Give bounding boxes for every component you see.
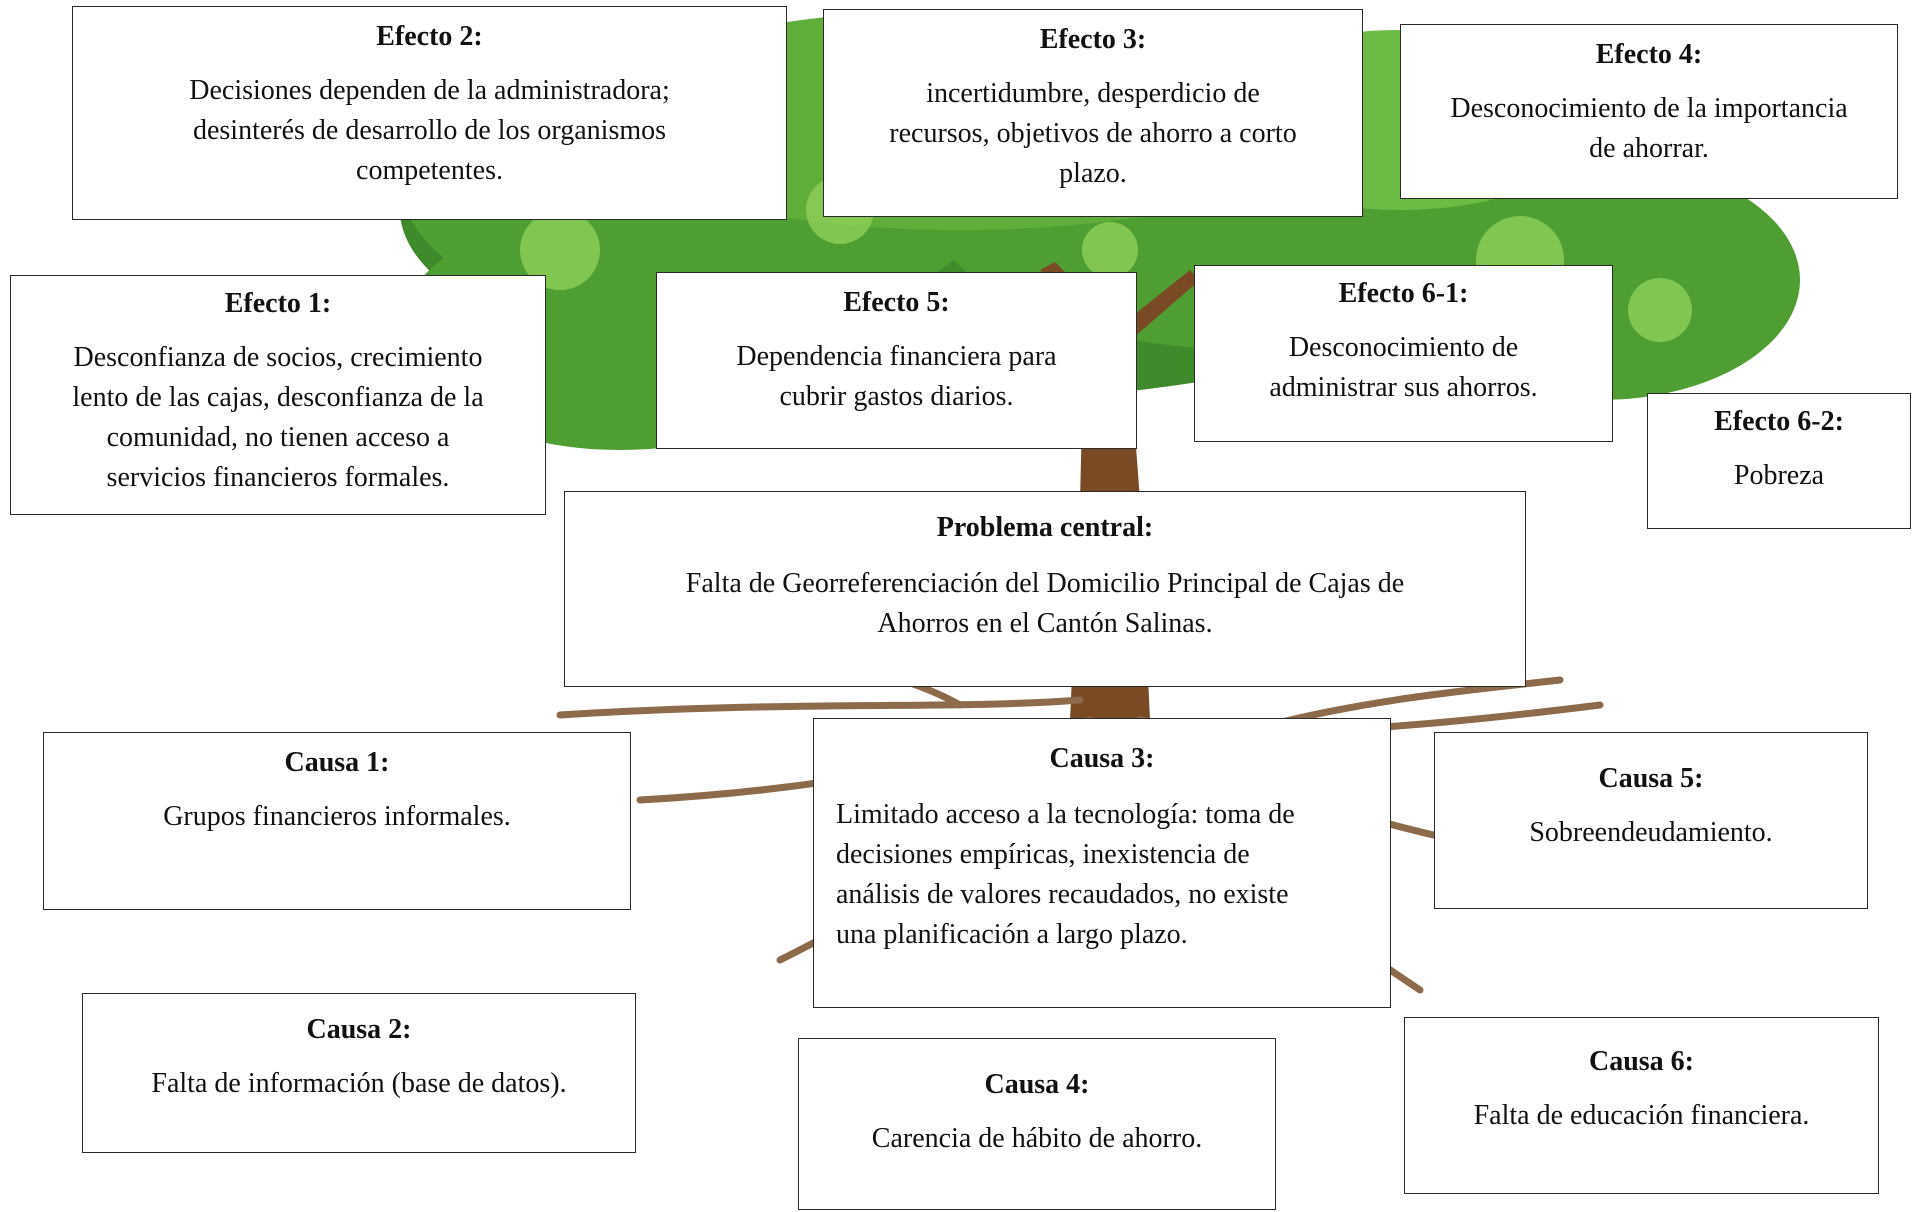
cause-text-line: Falta de información (base de datos). bbox=[151, 1068, 567, 1099]
effect-box-3: Efecto 3: incertidumbre, desperdicio de … bbox=[823, 9, 1363, 217]
cause-box-1: Causa 1: Grupos financieros informales. bbox=[43, 732, 631, 910]
effect-text-line: Desconocimiento de bbox=[1288, 332, 1519, 363]
effect-box-5: Efecto 5: Dependencia financiera para cu… bbox=[656, 272, 1137, 449]
effect-box-6-2: Efecto 6-2: Pobreza bbox=[1647, 393, 1911, 529]
effect-text-line: plazo. bbox=[1059, 158, 1127, 189]
effect-title: Efecto 2: bbox=[376, 21, 483, 52]
effect-text-line: Dependencia financiera para bbox=[736, 341, 1057, 372]
cause-title: Causa 6: bbox=[1588, 1046, 1694, 1077]
effect-text-line: cubrir gastos diarios. bbox=[779, 381, 1014, 412]
cause-text-line: Carencia de hábito de ahorro. bbox=[871, 1123, 1203, 1154]
effect-title: Efecto 1: bbox=[224, 288, 332, 319]
cause-box-6: Causa 6: Falta de educación financiera. bbox=[1404, 1017, 1879, 1194]
central-problem-text-line: Falta de Georreferenciación del Domicili… bbox=[685, 568, 1405, 599]
effect-title: Efecto 3: bbox=[1039, 24, 1147, 55]
effect-box-1: Efecto 1: Desconfianza de socios, crecim… bbox=[10, 275, 546, 515]
cause-title: Causa 4: bbox=[984, 1069, 1090, 1100]
cause-box-5: Causa 5: Sobreendeudamiento. bbox=[1434, 732, 1868, 909]
effect-title: Efecto 6-1: bbox=[1338, 278, 1469, 309]
cause-text-line: Limitado acceso a la tecnología: toma de bbox=[836, 799, 1295, 830]
effect-text-line: lento de las cajas, desconfianza de la bbox=[72, 382, 484, 413]
cause-box-4: Causa 4: Carencia de hábito de ahorro. bbox=[798, 1038, 1276, 1210]
effect-text-line: Decisiones dependen de la administradora… bbox=[189, 75, 670, 106]
effect-text-line: desinterés de desarrollo de los organism… bbox=[192, 115, 667, 146]
cause-box-2: Causa 2: Falta de información (base de d… bbox=[82, 993, 636, 1153]
effect-text-line: Desconfianza de socios, crecimiento bbox=[73, 342, 483, 373]
effect-text-line: Pobreza bbox=[1733, 460, 1825, 491]
effect-text-line: comunidad, no tienen acceso a bbox=[106, 422, 450, 453]
effect-text-line: administrar sus ahorros. bbox=[1269, 372, 1538, 403]
cause-text-line: decisiones empíricas, inexistencia de bbox=[836, 839, 1250, 870]
cause-title: Causa 2: bbox=[306, 1014, 412, 1045]
effect-box-4: Efecto 4: Desconocimiento de la importan… bbox=[1400, 24, 1898, 199]
effect-text-line: servicios financieros formales. bbox=[106, 462, 450, 493]
effect-box-6-1: Efecto 6-1: Desconocimiento de administr… bbox=[1194, 265, 1613, 442]
cause-text-line: Sobreendeudamiento. bbox=[1529, 817, 1773, 848]
central-problem-text-line: Ahorros en el Cantón Salinas. bbox=[877, 608, 1213, 639]
cause-text-line: Grupos financieros informales. bbox=[163, 801, 511, 832]
cause-text-line: análisis de valores recaudados, no exist… bbox=[836, 879, 1289, 910]
cause-box-3: Causa 3: Limitado acceso a la tecnología… bbox=[813, 718, 1391, 1008]
effect-title: Efecto 4: bbox=[1595, 39, 1703, 70]
effect-text-line: Desconocimiento de la importancia bbox=[1450, 93, 1848, 124]
cause-text-line: Falta de educación financiera. bbox=[1473, 1100, 1810, 1131]
effect-text-line: incertidumbre, desperdicio de bbox=[926, 78, 1260, 109]
cause-title: Causa 1: bbox=[284, 747, 390, 778]
cause-title: Causa 5: bbox=[1598, 763, 1704, 794]
effect-text-line: competentes. bbox=[356, 155, 503, 186]
cause-text-line: una planificación a largo plazo. bbox=[836, 919, 1188, 950]
effect-title: Efecto 5: bbox=[843, 287, 950, 318]
effect-text-line: recursos, objetivos de ahorro a corto bbox=[889, 118, 1297, 149]
central-problem-title: Problema central: bbox=[936, 512, 1154, 543]
effect-text-line: de ahorrar. bbox=[1589, 133, 1709, 164]
effect-box-2: Efecto 2: Decisiones dependen de la admi… bbox=[72, 6, 787, 220]
central-problem-box: Problema central: Falta de Georreferenci… bbox=[564, 491, 1526, 687]
effect-title: Efecto 6-2: bbox=[1714, 406, 1844, 437]
cause-title: Causa 3: bbox=[1049, 743, 1155, 774]
